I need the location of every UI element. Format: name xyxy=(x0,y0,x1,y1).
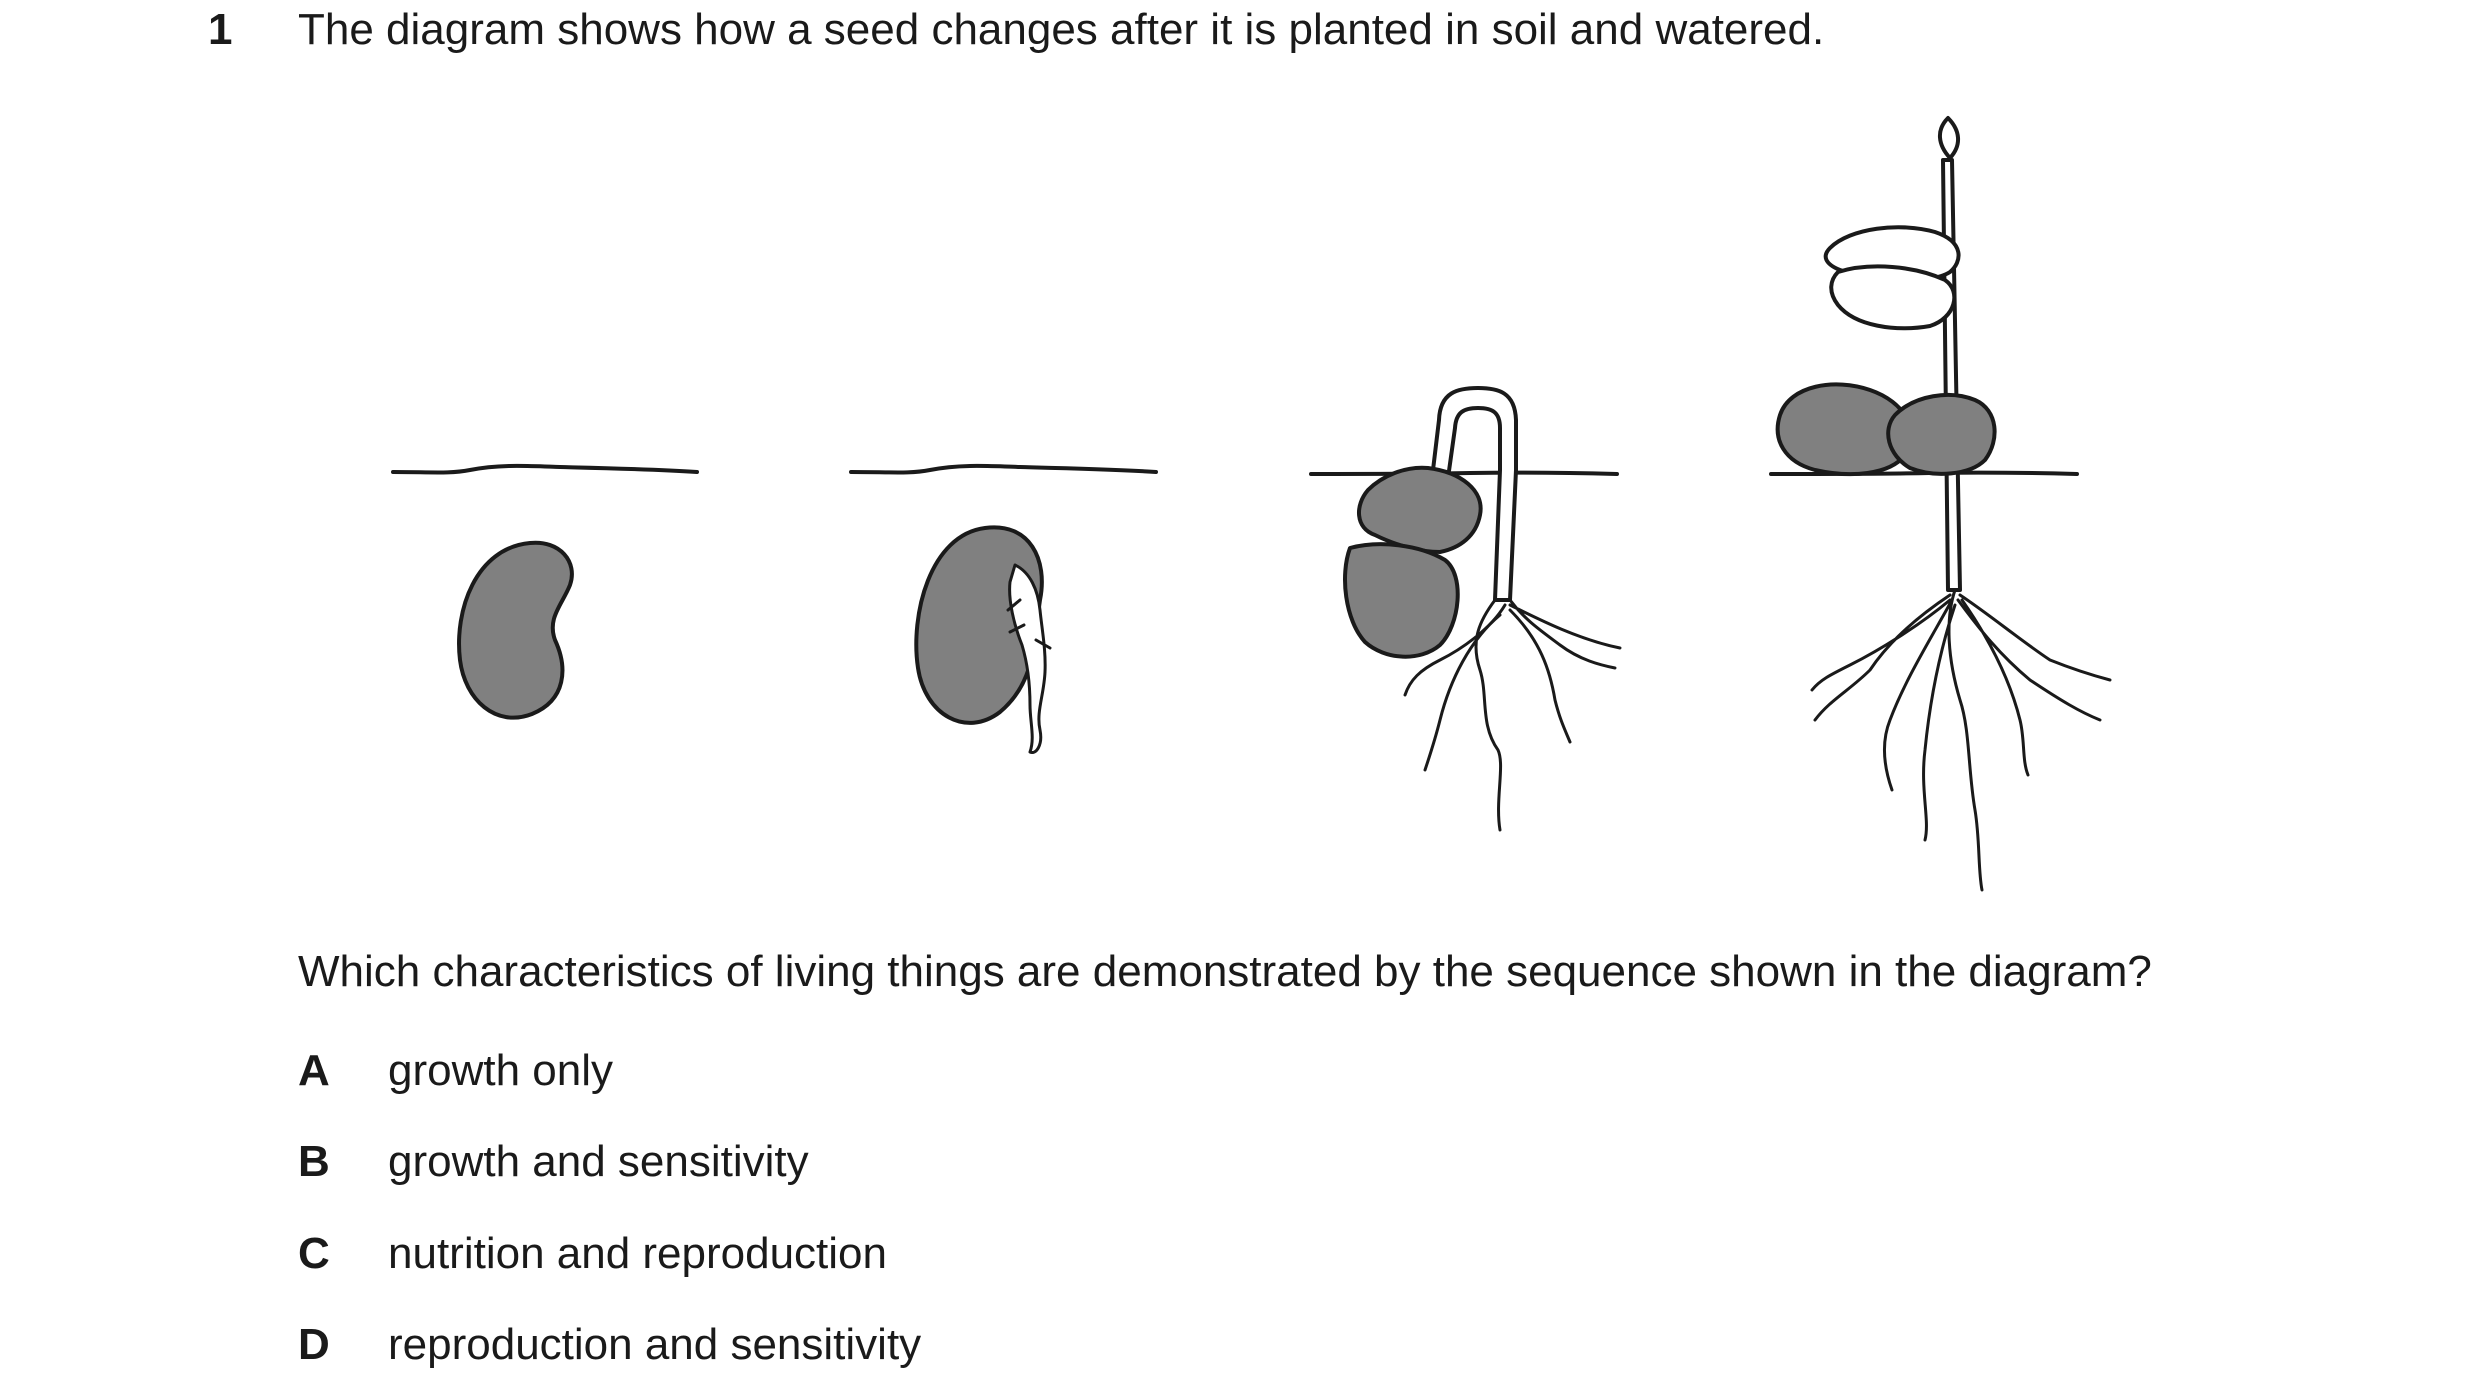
option-c-text: nutrition and reproduction xyxy=(388,1229,887,1278)
soil-line-1 xyxy=(391,463,699,475)
roots-3 xyxy=(1403,598,1622,832)
option-b-letter: B xyxy=(298,1137,330,1186)
option-c-letter: C xyxy=(298,1229,330,1278)
option-a-letter: A xyxy=(298,1046,330,1095)
seed-1 xyxy=(457,540,574,720)
option-d-text: reproduction and sensitivity xyxy=(388,1320,922,1369)
stage-2-seed xyxy=(849,463,1158,754)
question-prompt: Which characteristics of living things a… xyxy=(298,947,2152,996)
cotyledon-3b xyxy=(1343,542,1460,659)
option-b-text: growth and sensitivity xyxy=(388,1137,809,1186)
stage-1-seed xyxy=(391,463,699,720)
roots-4 xyxy=(1810,588,2112,892)
stem-4 xyxy=(1941,158,1962,592)
soil-line-2 xyxy=(849,463,1158,475)
leaf-lower-4 xyxy=(1829,264,1957,331)
stage-4-seedling xyxy=(1769,116,2112,892)
cotyledon-4b xyxy=(1886,393,1997,476)
option-d-letter: D xyxy=(298,1320,330,1369)
soil-line-3 xyxy=(1309,470,1619,476)
option-a-text: growth only xyxy=(388,1046,614,1095)
cotyledon-3a xyxy=(1356,465,1483,554)
shoot-tip-4 xyxy=(1938,116,1960,160)
question-stem: The diagram shows how a seed changes aft… xyxy=(298,5,1825,54)
stage-3-seedling xyxy=(1309,386,1622,832)
question-number: 1 xyxy=(208,5,233,54)
seed-germination-diagram xyxy=(391,116,2112,892)
radicle-2 xyxy=(1008,563,1047,754)
